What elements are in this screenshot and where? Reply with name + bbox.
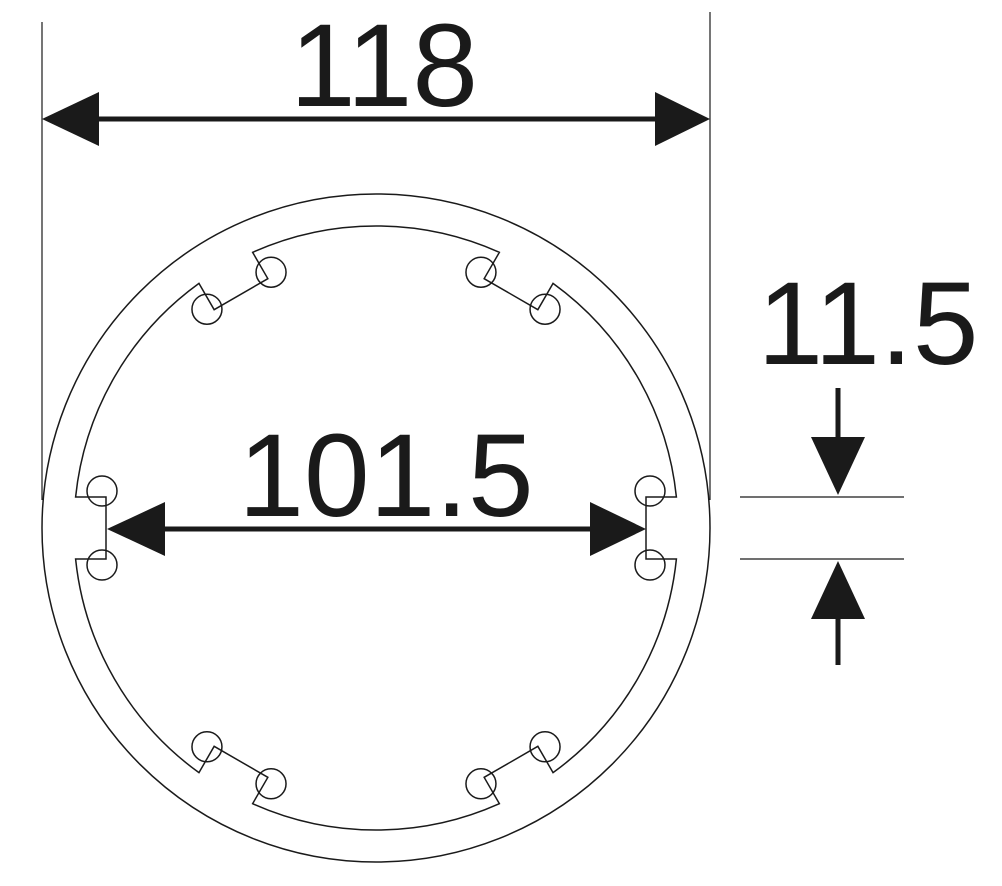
slot-arrow-up [811,561,865,619]
slot-relief-notch [634,549,666,581]
inner-diameter-arrow-right [590,502,646,556]
slot-relief-notch [529,293,561,325]
inner-diameter-label: 101.5 [238,410,533,542]
inner-diameter-arrow-left [107,502,165,556]
slot-relief-notch [255,256,287,288]
socket-outer-circle [41,193,711,863]
slot-relief-notch [634,475,666,507]
outer-diameter-arrow-right [655,92,710,146]
outer-diameter-dimension: 118 [42,0,710,146]
slot-relief-notch [529,731,561,763]
slot-relief-notch [191,293,223,325]
outer-diameter-arrow-left [42,92,99,146]
outer-diameter-label: 118 [290,0,478,132]
slot-relief-notch [465,256,497,288]
slot-relief-notch [255,768,287,800]
inner-diameter-dimension: 101.5 [107,410,646,556]
slot-relief-notch [191,731,223,763]
socket-inner-profile [74,225,678,831]
slot-width-dimension: 11.5 [740,258,978,665]
slot-width-label: 11.5 [758,258,979,390]
slot-relief-notch [86,475,118,507]
slot-arrow-down [811,437,865,495]
slot-relief-notch [465,768,497,800]
slot-relief-notch [86,549,118,581]
